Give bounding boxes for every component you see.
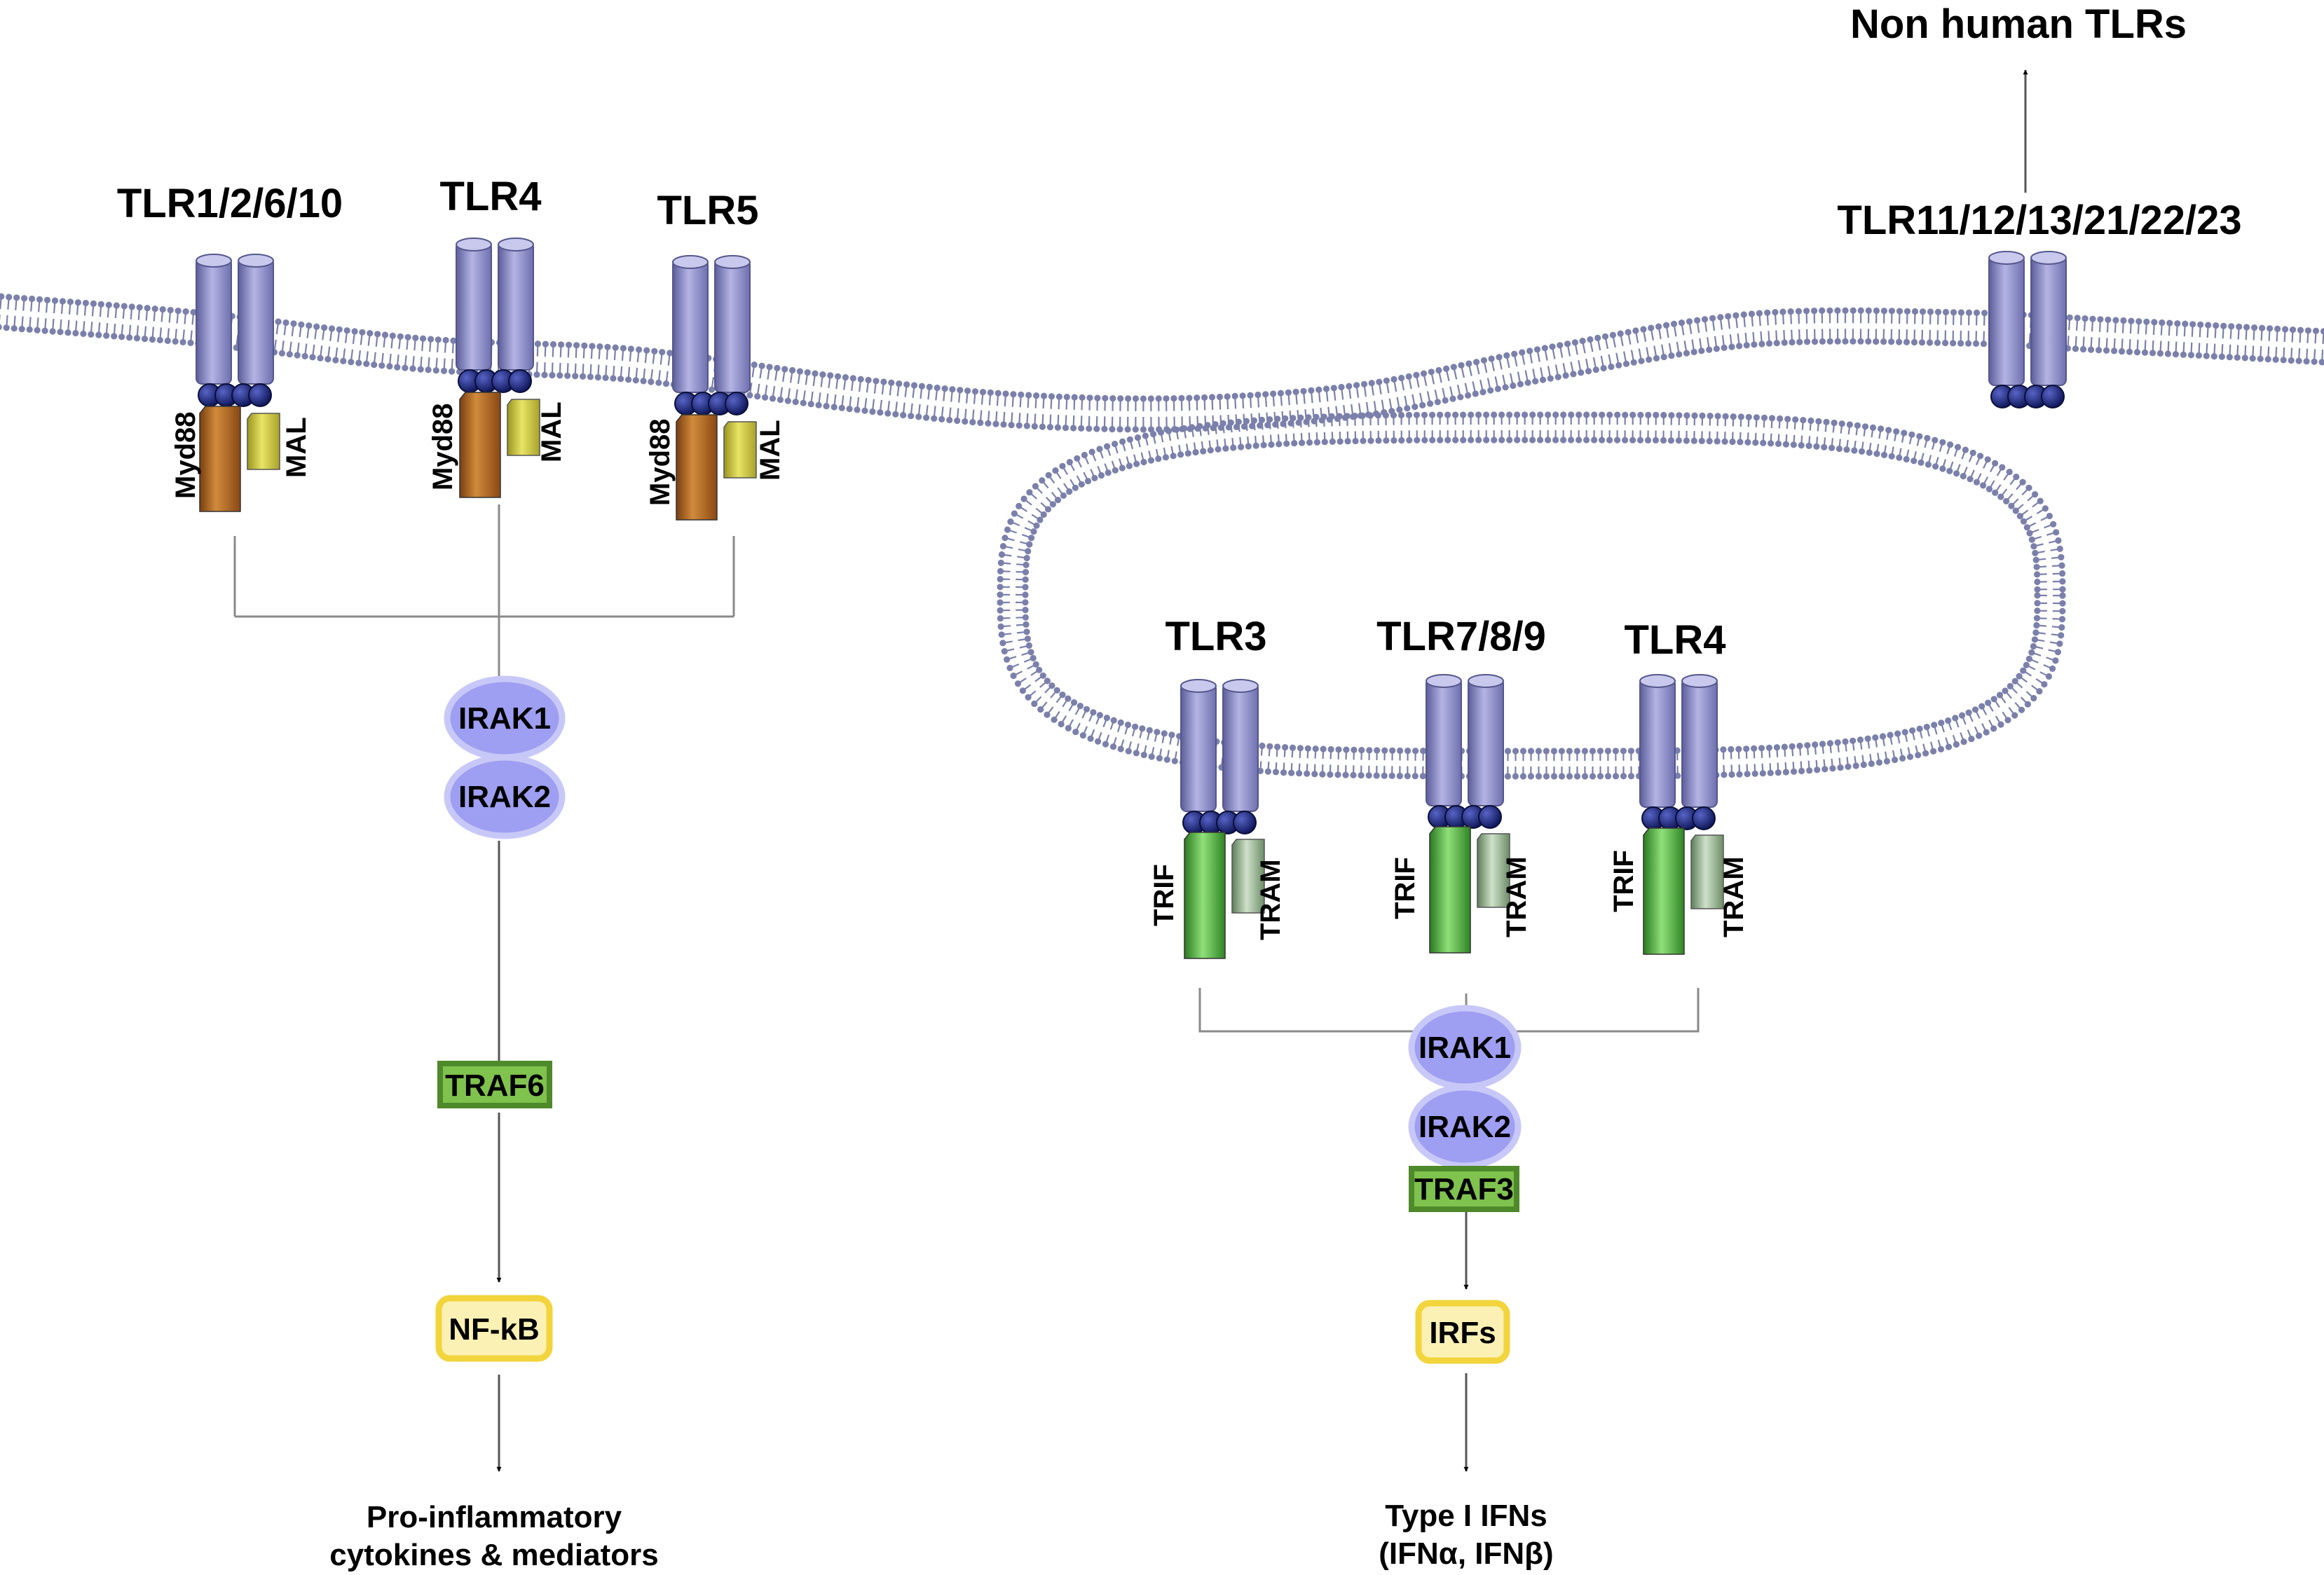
adaptor-label-mal-1: MAL (281, 417, 312, 478)
receptor-label-tlr5: TLR5 (657, 188, 759, 233)
non-human-tlrs-label: Non human TLRs (1850, 1, 2187, 47)
myd88-irak1-node: IRAK1 (444, 675, 566, 761)
svg-text:IRAK2: IRAK2 (1419, 1110, 1511, 1144)
receptor-label-tlr4-surface: TLR4 (440, 174, 542, 219)
receptor-tlr1-2-6-10 (196, 254, 280, 512)
endosome-membrane (997, 411, 2066, 780)
traf6-node: TRAF6 (437, 1061, 552, 1108)
traf3-node: TRAF3 (1409, 1166, 1519, 1212)
nf-kb-node: NF-kB (435, 1295, 553, 1362)
adaptor-label-tram-3: TRAM (1718, 856, 1749, 937)
receptor-tlr3 (1180, 679, 1265, 959)
svg-text:TRAF3: TRAF3 (1414, 1172, 1514, 1206)
svg-text:IRAK1: IRAK1 (458, 701, 551, 736)
receptor-label-tlr7-8-9: TLR7/8/9 (1376, 614, 1546, 659)
adaptor-label-myd88-2: Myd88 (428, 404, 458, 491)
adaptor-label-tram-1: TRAM (1255, 859, 1286, 940)
trif-cascade-arrows (1463, 69, 2028, 1472)
receptor-label-tlr4-endosome: TLR4 (1625, 617, 1726, 663)
receptor-tlr5 (672, 255, 757, 521)
trif-output-line2: (IFNα, IFNβ) (1379, 1536, 1553, 1571)
trif-output-line1: Type I IFNs (1385, 1499, 1547, 1533)
myd88-irak2-node: IRAK2 (444, 754, 566, 839)
adaptor-label-trif-1: TRIF (1149, 864, 1180, 926)
svg-text:TRAF6: TRAF6 (445, 1068, 545, 1103)
myd88-output-line2: cytokines & mediators (329, 1538, 659, 1572)
adaptor-label-mal-2: MAL (536, 401, 567, 462)
myd88-output-line1: Pro-inflammatory (367, 1500, 622, 1534)
receptor-tlr4-surface (456, 238, 540, 498)
receptor-non-human (1988, 251, 2067, 408)
irfs-node: IRFs (1415, 1300, 1510, 1364)
adaptor-label-trif-2: TRIF (1390, 857, 1421, 919)
adaptor-label-myd88-1: Myd88 (170, 412, 201, 500)
trif-irak2-node: IRAK2 (1408, 1084, 1522, 1169)
svg-text:IRAK2: IRAK2 (458, 780, 551, 814)
adaptor-label-myd88-3: Myd88 (645, 419, 676, 507)
svg-text:NF-kB: NF-kB (449, 1312, 540, 1347)
receptor-label-tlr3: TLR3 (1166, 614, 1267, 659)
adaptor-label-trif-3: TRIF (1608, 850, 1639, 912)
adaptor-label-tram-2: TRAM (1501, 856, 1532, 937)
receptor-label-tlr1-2-6-10: TLR1/2/6/10 (117, 181, 343, 226)
receptors (196, 238, 2067, 959)
svg-text:IRFs: IRFs (1429, 1316, 1496, 1350)
adaptor-label-mal-3: MAL (755, 420, 786, 481)
receptor-tlr4-endosome (1639, 674, 1724, 955)
svg-text:IRAK1: IRAK1 (1419, 1031, 1511, 1065)
membranes (0, 293, 2324, 780)
receptor-label-non-human: TLR11/12/13/21/22/23 (1837, 198, 2241, 243)
receptor-tlr7-8-9 (1426, 674, 1510, 954)
trif-irak1-node: IRAK1 (1408, 1005, 1522, 1090)
plasma-membrane (0, 293, 2324, 433)
